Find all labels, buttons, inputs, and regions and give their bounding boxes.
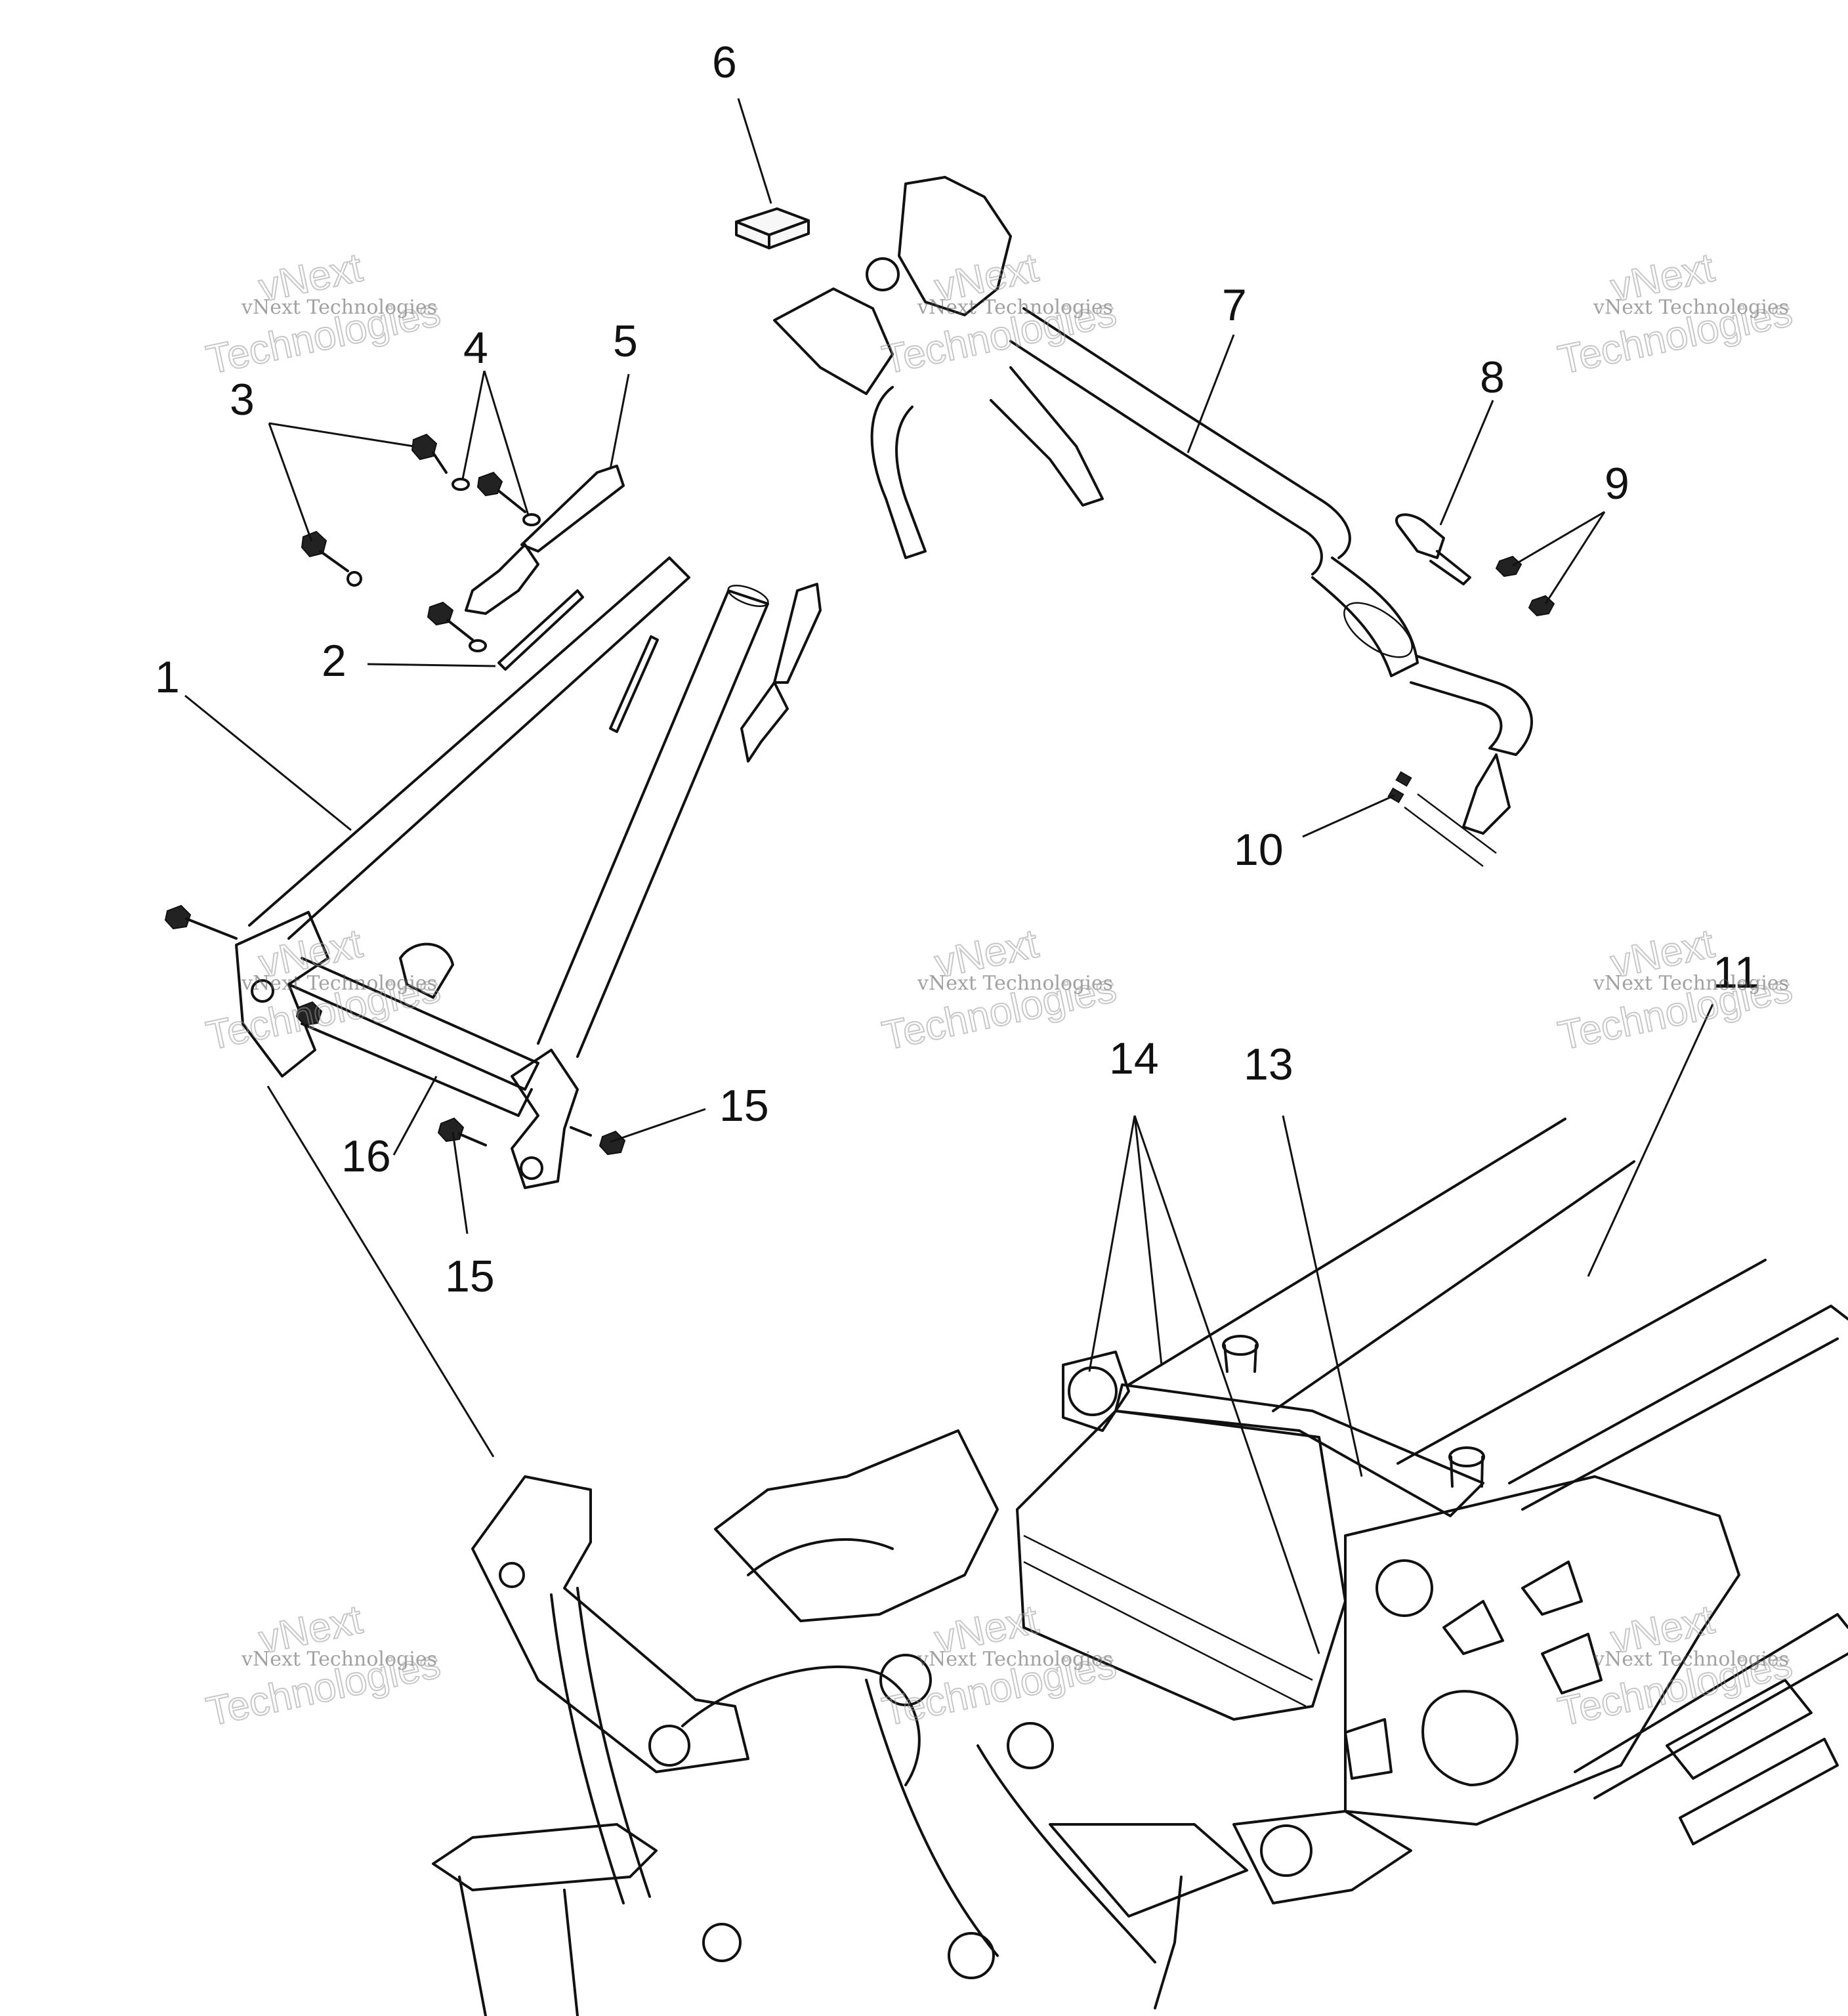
svg-text:vNext Technologies: vNext Technologies bbox=[241, 972, 437, 995]
leader-lines bbox=[184, 98, 1714, 1654]
svg-text:vNext Technologies: vNext Technologies bbox=[241, 296, 437, 319]
part-7-bar-assembly bbox=[773, 176, 1533, 867]
part-1-front-frame bbox=[235, 556, 769, 1189]
callout-13: 13 bbox=[1244, 1040, 1293, 1089]
svg-text:vNext Technologies: vNext Technologies bbox=[241, 1648, 437, 1671]
watermarks: vNext vNext Technologies Technologies vN… bbox=[202, 244, 1797, 1735]
watermark-top-left: vNext vNext Technologies Technologies bbox=[202, 244, 445, 383]
part-8-bracket bbox=[1395, 513, 1471, 585]
watermark-mid-right: vNext vNext Technologies Technologies bbox=[1554, 920, 1797, 1059]
part-6-block bbox=[735, 207, 810, 249]
watermark-bottom-center: vNext vNext Technologies Technologies bbox=[878, 1596, 1121, 1735]
callout-5: 5 bbox=[613, 316, 638, 366]
part-10-fasteners bbox=[1387, 771, 1412, 803]
svg-text:vNext Technologies: vNext Technologies bbox=[917, 972, 1113, 995]
part-5-link bbox=[465, 465, 822, 763]
callout-2: 2 bbox=[322, 636, 346, 686]
callout-7: 7 bbox=[1222, 280, 1247, 330]
watermark-mid-center: vNext vNext Technologies Technologies bbox=[878, 920, 1121, 1059]
watermark-bottom-right: vNext vNext Technologies Technologies bbox=[1554, 1596, 1797, 1735]
callout-6: 6 bbox=[712, 37, 737, 87]
callout-8: 8 bbox=[1480, 352, 1505, 402]
svg-text:vNext Technologies: vNext Technologies bbox=[1593, 296, 1789, 319]
callout-15-lower: 15 bbox=[445, 1251, 495, 1301]
callout-9: 9 bbox=[1605, 459, 1629, 509]
part-3-bolts bbox=[301, 433, 448, 587]
callout-10: 10 bbox=[1234, 825, 1284, 875]
watermark-top-center: vNext vNext Technologies Technologies bbox=[878, 244, 1121, 383]
part-4-washers bbox=[427, 471, 541, 652]
main-chassis bbox=[432, 1118, 1848, 2016]
svg-text:vNext Technologies: vNext Technologies bbox=[1593, 1648, 1789, 1671]
callout-numbers: 6 7 8 9 10 3 4 5 2 1 16 15 15 14 13 11 bbox=[155, 37, 1759, 1301]
callout-11: 11 bbox=[1713, 948, 1759, 998]
svg-text:vNext Technologies: vNext Technologies bbox=[1593, 972, 1789, 995]
callout-16: 16 bbox=[341, 1131, 391, 1181]
part-2-rods bbox=[497, 589, 659, 733]
callout-4: 4 bbox=[463, 323, 488, 373]
callout-1: 1 bbox=[155, 652, 180, 702]
part-9-nuts bbox=[1495, 555, 1555, 617]
callout-14: 14 bbox=[1109, 1034, 1159, 1083]
svg-text:vNext Technologies: vNext Technologies bbox=[917, 1648, 1113, 1671]
callout-15-right: 15 bbox=[719, 1081, 769, 1131]
svg-text:vNext Technologies: vNext Technologies bbox=[917, 296, 1113, 319]
part-15-bolts bbox=[164, 904, 626, 1156]
callout-3: 3 bbox=[230, 375, 255, 425]
watermark-top-right: vNext vNext Technologies Technologies bbox=[1554, 244, 1797, 383]
watermark-bottom-left: vNext vNext Technologies Technologies bbox=[202, 1596, 445, 1735]
